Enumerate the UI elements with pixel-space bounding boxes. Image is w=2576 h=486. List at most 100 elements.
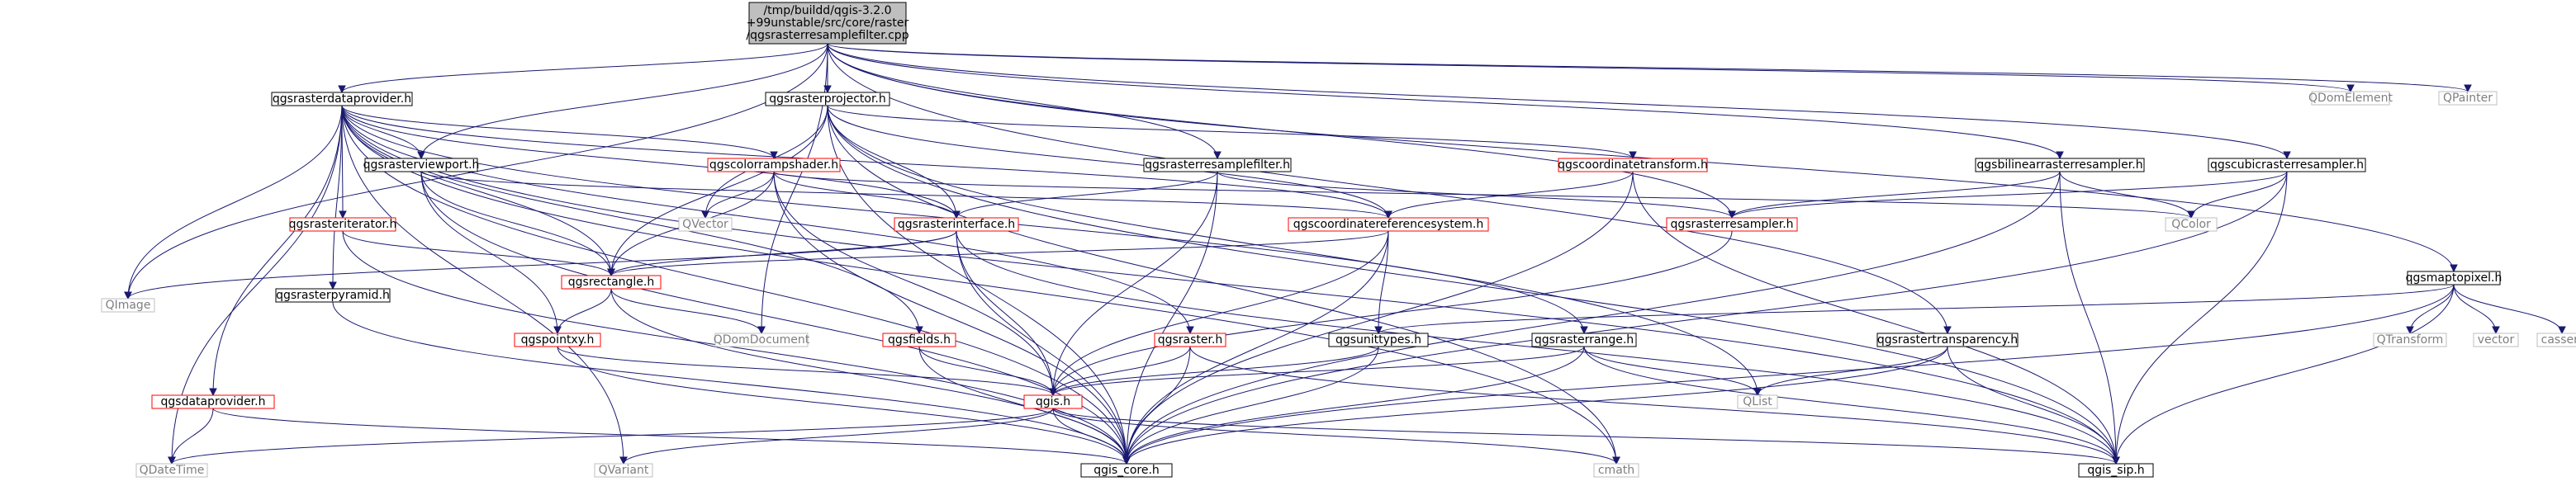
node-qgscubicrasterresampler[interactable]: qgscubicrasterresampler.h <box>2208 158 2366 172</box>
edge-arrowhead-qgscolorrampshader-to-QVector <box>701 210 709 219</box>
edge-qgsdataprovider-to-QDateTime <box>171 408 214 465</box>
edge-root-to-qgscubicrasterresampler <box>827 43 2288 159</box>
edge-qgsrasterrange-to-qgis <box>1052 346 1585 396</box>
edge-qgsrasterresamplefilter_h-to-qgsrasterresampler <box>1217 171 1733 219</box>
node-label-QVector: QVector <box>682 218 728 231</box>
node-qgsrasterviewport[interactable]: qgsrasterviewport.h <box>363 158 480 172</box>
node-qgsrasterrange[interactable]: qgsrasterrange.h <box>1531 333 1637 347</box>
node-box-qgsbilinearrasterresampler <box>1975 158 2145 172</box>
edge-qgsrasterresamplefilter_h-to-qgsrasterinterface <box>956 171 1218 219</box>
node-box-qgsfields <box>882 333 956 347</box>
node-box-qgsrasterdataprovider <box>271 92 413 106</box>
edge-qgis-to-QDateTime <box>171 408 1054 465</box>
node-label-QTransform: QTransform <box>2377 333 2444 347</box>
node-qgsrasterinterface[interactable]: qgsrasterinterface.h <box>894 217 1019 232</box>
edge-qgsrasterprojector-to-qgsrectangle <box>610 105 828 276</box>
edge-arrowhead-qgsrasterdataprovider-to-qgsdataprovider <box>209 388 217 397</box>
edge-arrowhead-root-to-qgsrasterresamplefilter_h <box>1213 151 1222 160</box>
node-box-QList <box>1737 394 1778 409</box>
node-qgis_sip[interactable]: qgis_sip.h <box>2078 463 2154 478</box>
node-QPainter: QPainter <box>2438 91 2498 106</box>
node-label-QVariant: QVariant <box>599 464 649 477</box>
edge-qgsrasteriterator-to-qgis_core <box>342 230 1127 465</box>
edge-qgsrasterdataprovider-to-qgscoordinatereferencesystem <box>341 105 1389 219</box>
edge-arrowhead-qgsrasterdataprovider-to-qgsrasterpyramid <box>329 281 337 290</box>
node-label-QDomDocument: QDomDocument <box>714 333 810 347</box>
node-qgsrasteriterator[interactable]: qgsrasteriterator.h <box>289 217 397 232</box>
edge-arrowhead-qgsrasterdataprovider-to-qgsraster <box>1186 326 1194 335</box>
node-QVector: QVector <box>678 217 733 232</box>
node-qgscolorrampshader[interactable]: qgscolorrampshader.h <box>707 158 841 172</box>
node-qgsrasterresampler[interactable]: qgsrasterresampler.h <box>1666 217 1798 232</box>
edge-qgscoordinatereferencesystem-to-qgis_core <box>1126 230 1389 465</box>
node-box-qgspointxy <box>514 333 601 347</box>
edge-qgsraster-to-qgis_core <box>1126 346 1191 465</box>
node-label-qgsrastertransparency: qgsrastertransparency.h <box>1877 333 2018 347</box>
edge-qgsrasterdataprovider-to-qgis_core <box>341 105 1127 465</box>
node-root[interactable]: /tmp/buildd/qgis-3.2.0+99unstable/src/co… <box>746 2 909 45</box>
node-label-qgsraster: qgsraster.h <box>1158 333 1223 347</box>
node-qgsrasterpyramid[interactable]: qgsrasterpyramid.h <box>275 288 391 303</box>
node-qgsmaptopixel[interactable]: qgsmaptopixel.h <box>2406 271 2502 285</box>
node-box-qgscubicrasterresampler <box>2208 158 2366 172</box>
edge-arrowhead-qgsrastertransparency-to-QList <box>1753 388 1762 397</box>
node-box-qgsrasterresampler <box>1666 217 1798 232</box>
edge-qgsunittypes-to-qgis <box>1052 346 1379 396</box>
edge-root-to-qgsmaptopixel <box>827 43 2455 272</box>
edge-qgsrasterdataprovider-to-qgsraster <box>341 105 1191 334</box>
edge-qgsbilinearrasterresampler-to-qgsrasterresampler <box>1731 171 2061 219</box>
node-qgsbilinearrasterresampler[interactable]: qgsbilinearrasterresampler.h <box>1975 158 2145 172</box>
edge-qgscubicrasterresampler-to-QColor <box>2190 171 2288 219</box>
node-cassert: cassert <box>2536 333 2576 347</box>
node-label-qgsfields: qgsfields.h <box>888 333 951 347</box>
node-qgis[interactable]: qgis.h <box>1023 394 1083 409</box>
edge-root-to-qgsrasterdataprovider <box>341 43 828 93</box>
edge-qgsrasterdataprovider-to-qgis_sip <box>341 105 2117 465</box>
node-box-QVariant <box>594 463 653 478</box>
edge-qgsrasterpyramid-to-qgis_core <box>332 301 1127 465</box>
edge-root-to-qgsrastertransparency <box>827 43 1948 334</box>
edge-qgsrasterinterface-to-qgis_core <box>956 230 1127 465</box>
node-qgscoordinatetransform[interactable]: qgscoordinatetransform.h <box>1558 158 1708 172</box>
node-qgspointxy[interactable]: qgspointxy.h <box>514 333 601 347</box>
node-qgsraster[interactable]: qgsraster.h <box>1154 333 1226 347</box>
edge-qgscoordinatetransform-to-qgscoordinatereferencesystem <box>1388 171 1634 219</box>
edge-qgsrastertransparency-to-qgis_core <box>1126 346 1948 465</box>
node-box-QDateTime <box>135 463 208 478</box>
node-qgsrastertransparency[interactable]: qgsrastertransparency.h <box>1876 333 2019 347</box>
edge-qgscoordinatereferencesystem-to-qgsrectangle <box>610 230 1389 276</box>
node-box-qgis_sip <box>2078 463 2154 478</box>
edge-qgsrasterprojector-to-QList <box>827 105 1758 396</box>
node-qgsrectangle[interactable]: qgsrectangle.h <box>561 275 662 290</box>
node-label-qgscoordinatetransform: qgscoordinatetransform.h <box>1558 158 1708 172</box>
edge-arrowhead-qgsrectangle-to-QDomDocument <box>757 326 766 335</box>
node-label-qgspointxy: qgspointxy.h <box>521 333 595 347</box>
edge-qgsrastertransparency-to-qgis_sip <box>1947 346 2117 465</box>
edge-qgsrasterinterface-to-qgis_sip <box>956 230 2117 465</box>
node-qgsunittypes[interactable]: qgsunittypes.h <box>1328 333 1429 347</box>
edge-qgis-to-QVariant <box>623 408 1054 465</box>
edge-qgsrasterresamplefilter_h-to-qgis <box>1052 171 1218 396</box>
node-label-qgis: qgis.h <box>1036 395 1070 408</box>
edge-qgspointxy-to-qgis <box>557 346 1054 396</box>
node-label-qgsunittypes: qgsunittypes.h <box>1335 333 1421 347</box>
node-qgis_core[interactable]: qgis_core.h <box>1080 463 1173 478</box>
node-qgsfields[interactable]: qgsfields.h <box>882 333 956 347</box>
edge-arrowhead-root-to-qgsmaptopixel <box>2450 264 2458 273</box>
node-qgsrasterresamplefilter_h[interactable]: qgsrasterresamplefilter.h <box>1143 158 1292 172</box>
edge-qgsrasterviewport-to-qgscoordinatereferencesystem <box>420 171 1389 219</box>
edge-qgis-to-qgis_sip <box>1052 408 2117 465</box>
edge-qgsrasterinterface-to-qgis <box>956 230 1054 396</box>
node-label-qgsrectangle: qgsrectangle.h <box>568 276 654 289</box>
node-qgsrasterprojector[interactable]: qgsrasterprojector.h <box>765 92 890 106</box>
node-qgscoordinatereferencesystem[interactable]: qgscoordinatereferencesystem.h <box>1288 217 1489 232</box>
node-qgsrasterdataprovider[interactable]: qgsrasterdataprovider.h <box>271 92 413 106</box>
edge-qgsrasterinterface-to-QImage <box>127 230 957 300</box>
node-box-qgsrasterprojector <box>765 92 890 106</box>
node-label-qgsrasterviewport: qgsrasterviewport.h <box>363 158 480 172</box>
edge-qgscoordinatetransform-to-qgis_core <box>1126 171 1634 465</box>
node-qgsdataprovider[interactable]: qgsdataprovider.h <box>151 394 275 409</box>
node-label-qgsrasterresamplefilter_h: qgsrasterresamplefilter.h <box>1145 158 1290 172</box>
edge-arrowhead-qgsrasterdataprovider-to-qgsrasterrange <box>1580 326 1588 335</box>
